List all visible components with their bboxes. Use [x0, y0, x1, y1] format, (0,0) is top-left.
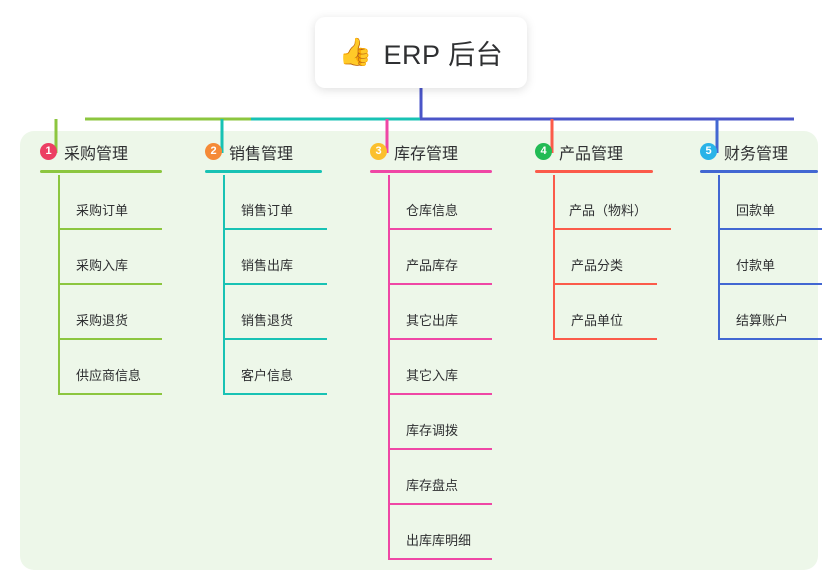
branch-rule-3	[370, 170, 492, 173]
leaf-item-label: 采购退货	[76, 313, 129, 328]
branch-column-3: 3 库存管理 仓库信息产品库存其它出库其它入库库存调拨库存盘点出库库明细	[366, 131, 531, 560]
content-panel	[20, 131, 818, 570]
leaf-item[interactable]: 产品（物料）	[553, 175, 671, 230]
leaf-item-label: 销售出库	[241, 258, 294, 273]
branch-leaves-5: 回款单付款单结算账户	[718, 175, 822, 340]
branch-column-5: 5 财务管理 回款单付款单结算账户	[696, 131, 839, 340]
leaf-item-label: 产品库存	[406, 258, 459, 273]
branch-leaves-2: 销售订单销售出库销售退货客户信息	[223, 175, 327, 395]
branch-leaves-1: 采购订单采购入库采购退货供应商信息	[58, 175, 162, 395]
leaf-item[interactable]: 其它出库	[388, 285, 492, 340]
leaf-item[interactable]: 产品分类	[553, 230, 657, 285]
branch-column-2: 2 销售管理 销售订单销售出库销售退货客户信息	[201, 131, 366, 395]
leaf-item-label: 仓库信息	[406, 203, 459, 218]
branch-header-1[interactable]: 1 采购管理	[36, 131, 201, 172]
leaf-item[interactable]: 销售订单	[223, 175, 327, 230]
branch-header-5[interactable]: 5 财务管理	[696, 131, 839, 172]
leaf-item-label: 产品单位	[571, 313, 624, 328]
leaf-item[interactable]: 销售出库	[223, 230, 327, 285]
branch-badge-5: 5	[700, 143, 717, 160]
leaf-item-label: 销售订单	[241, 203, 294, 218]
leaf-item-label: 库存调拨	[406, 423, 459, 438]
branch-header-2[interactable]: 2 销售管理	[201, 131, 366, 172]
branch-title-5: 财务管理	[724, 145, 789, 163]
branch-rule-1	[40, 170, 162, 173]
branch-title-3: 库存管理	[394, 145, 459, 163]
leaf-item-label: 出库库明细	[406, 533, 472, 548]
branch-header-3[interactable]: 3 库存管理	[366, 131, 531, 172]
leaf-item[interactable]: 出库库明细	[388, 505, 492, 560]
branch-leaves-3: 仓库信息产品库存其它出库其它入库库存调拨库存盘点出库库明细	[388, 175, 492, 560]
leaf-item-label: 其它入库	[406, 368, 459, 383]
leaf-item[interactable]: 客户信息	[223, 340, 327, 395]
branch-title-4: 产品管理	[559, 145, 624, 163]
leaf-item[interactable]: 库存盘点	[388, 450, 492, 505]
leaf-item[interactable]: 采购退货	[58, 285, 162, 340]
leaf-item-label: 产品分类	[571, 258, 624, 273]
leaf-item-label: 供应商信息	[76, 368, 142, 383]
branch-header-4[interactable]: 4 产品管理	[531, 131, 696, 172]
branch-rule-4	[535, 170, 653, 173]
leaf-item[interactable]: 产品单位	[553, 285, 657, 340]
branch-rule-5	[700, 170, 818, 173]
thumbs-up-icon: 👍	[338, 37, 373, 67]
leaf-item[interactable]: 其它入库	[388, 340, 492, 395]
leaf-item-label: 其它出库	[406, 313, 459, 328]
leaf-item[interactable]: 采购入库	[58, 230, 162, 285]
branch-column-4: 4 产品管理 产品（物料） 产品分类产品单位	[531, 131, 696, 340]
leaf-item[interactable]: 结算账户	[718, 285, 822, 340]
leaf-item[interactable]: 供应商信息	[58, 340, 162, 395]
branch-rule-2	[205, 170, 322, 173]
branch-badge-1: 1	[40, 143, 57, 160]
branch-column-1: 1 采购管理 采购订单采购入库采购退货供应商信息	[36, 131, 201, 395]
root-node-title: ERP 后台	[383, 40, 504, 70]
leaf-item[interactable]: 采购订单	[58, 175, 162, 230]
branch-title-2: 销售管理	[229, 145, 294, 163]
leaf-item-label: 库存盘点	[406, 478, 459, 493]
leaf-item-label: 付款单	[736, 258, 776, 273]
leaf-item[interactable]: 仓库信息	[388, 175, 492, 230]
leaf-item[interactable]: 销售退货	[223, 285, 327, 340]
leaf-item[interactable]: 产品库存	[388, 230, 492, 285]
leaf-item-label: 产品（物料）	[569, 203, 648, 218]
leaf-item[interactable]: 回款单	[718, 175, 822, 230]
branch-title-1: 采购管理	[64, 145, 129, 163]
branch-leaves-4: 产品（物料） 产品分类产品单位	[553, 175, 671, 340]
leaf-item-label: 结算账户	[736, 313, 789, 328]
leaf-item-label: 采购入库	[76, 258, 129, 273]
leaf-item-label: 采购订单	[76, 203, 129, 218]
branch-badge-4: 4	[535, 143, 552, 160]
leaf-item[interactable]: 库存调拨	[388, 395, 492, 450]
leaf-item[interactable]: 付款单	[718, 230, 822, 285]
leaf-item-label: 回款单	[736, 203, 776, 218]
branch-badge-3: 3	[370, 143, 387, 160]
branch-columns: 1 采购管理 采购订单采购入库采购退货供应商信息 2 销售管理 销售订单销售出库…	[20, 131, 822, 570]
leaf-item-label: 客户信息	[241, 368, 294, 383]
branch-badge-2: 2	[205, 143, 222, 160]
root-node-card[interactable]: 👍 ERP 后台	[315, 17, 527, 88]
leaf-item-label: 销售退货	[241, 313, 294, 328]
